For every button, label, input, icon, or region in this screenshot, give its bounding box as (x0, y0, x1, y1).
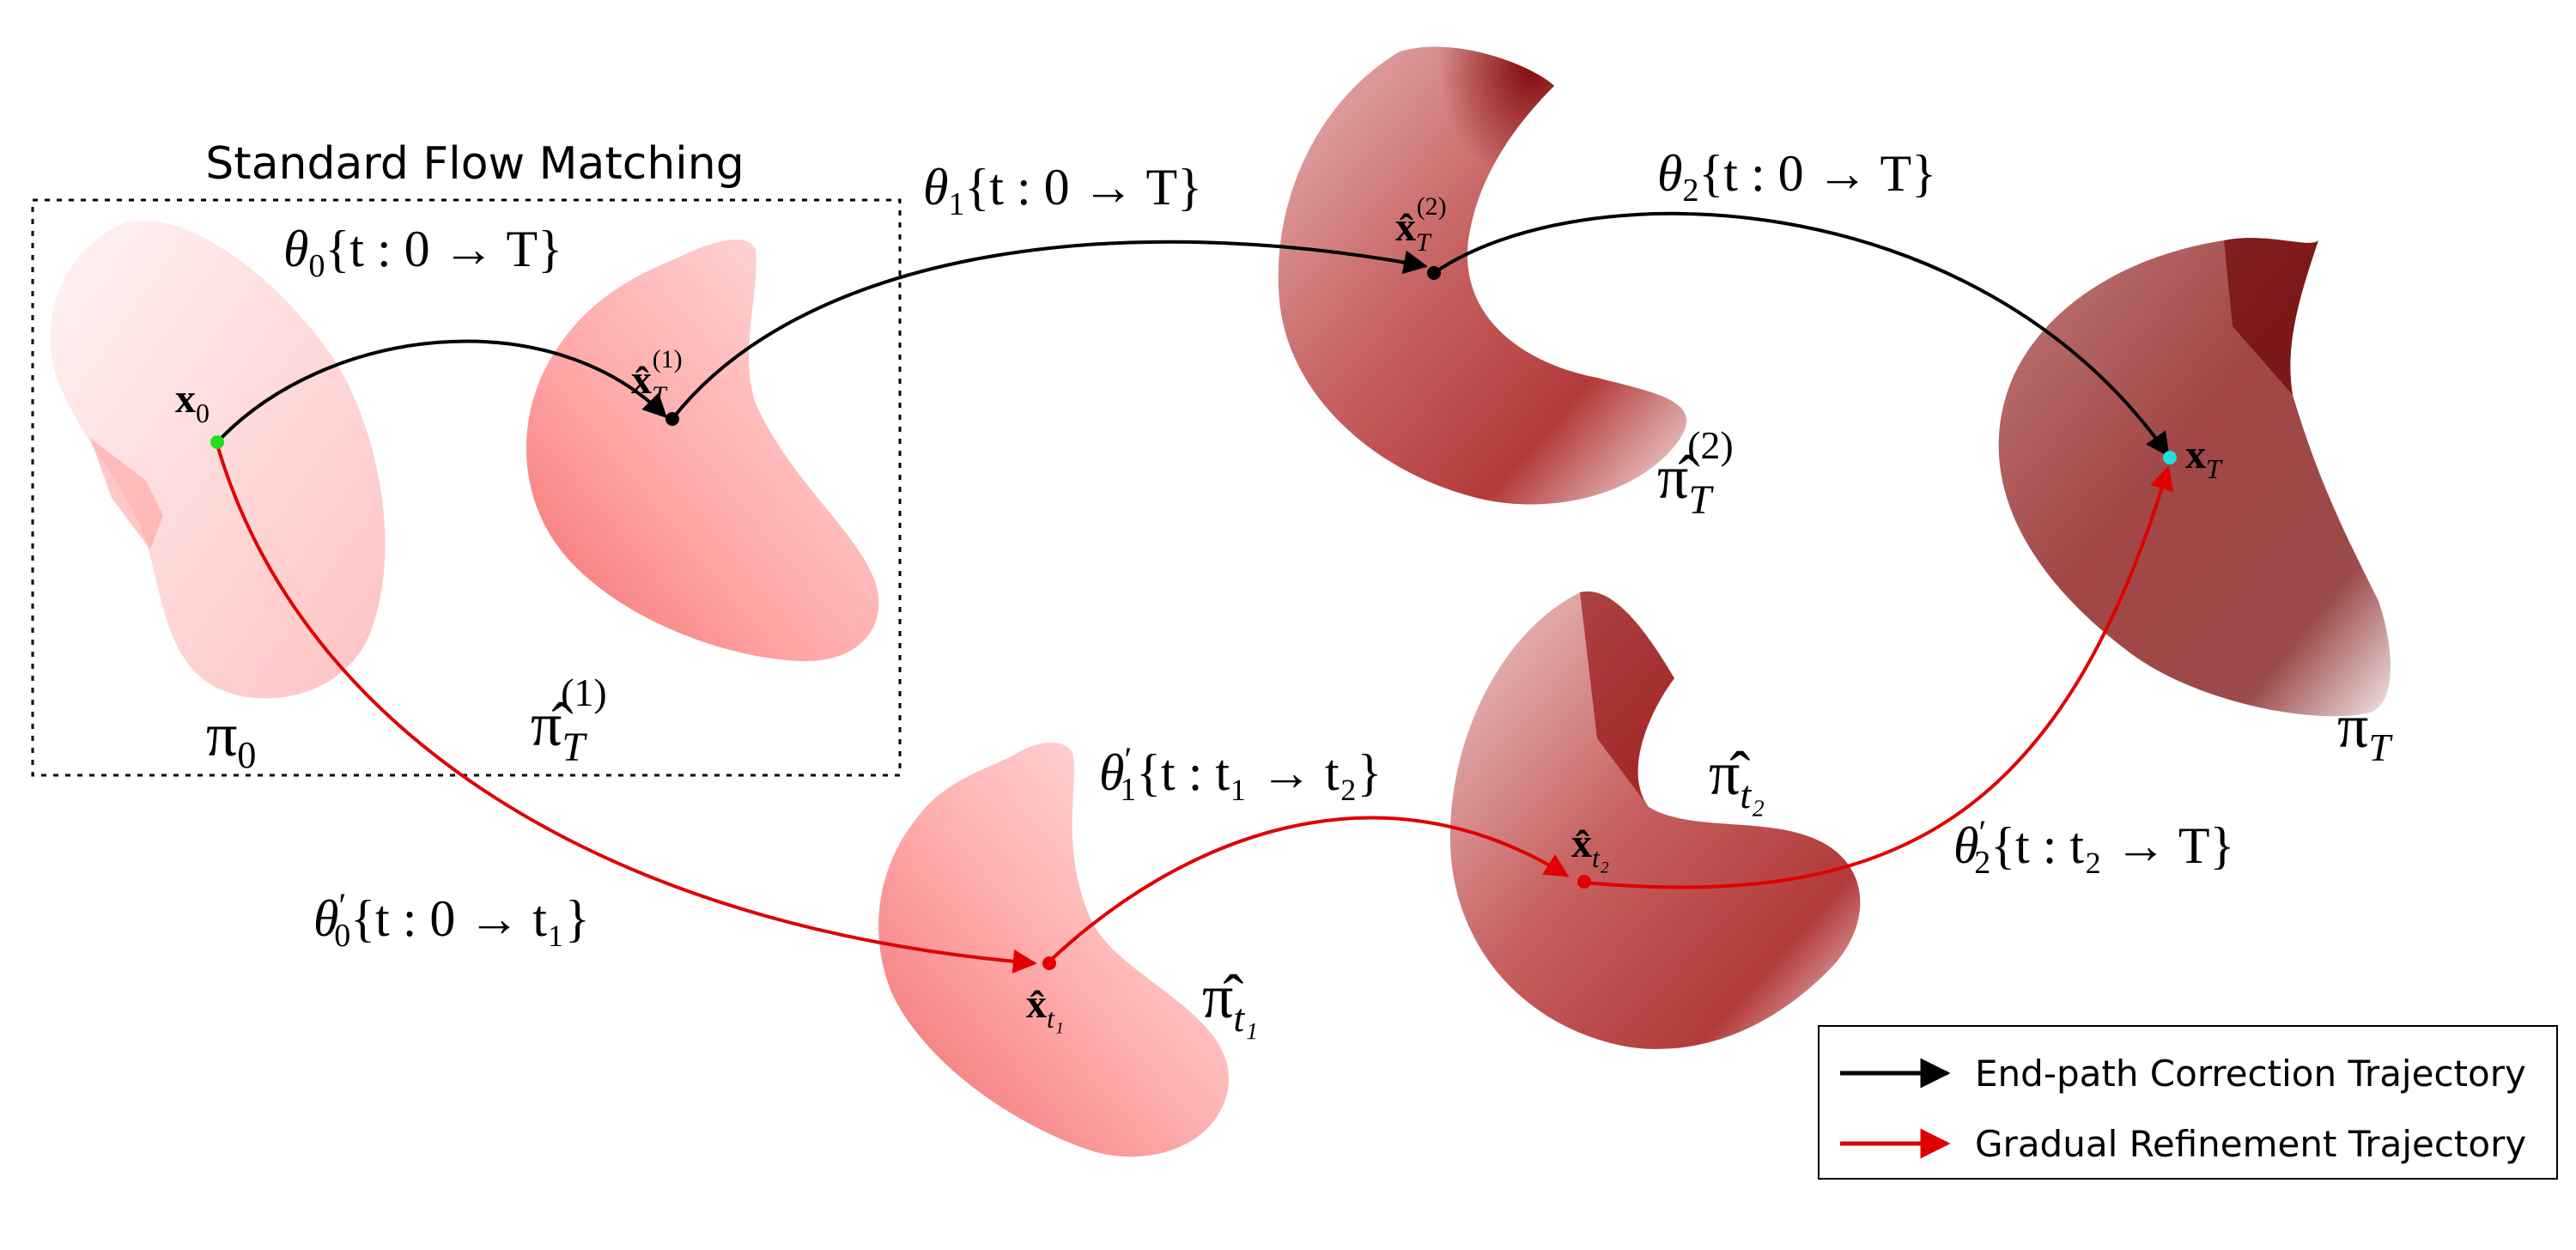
xhat-T2-label: x̂T(2) (1395, 192, 1447, 257)
x0-point (210, 435, 224, 449)
xT-label: xT (2185, 432, 2223, 484)
pihat-t1-distribution (878, 743, 1230, 1157)
svg-text:x̂T(2): x̂T(2) (1395, 192, 1447, 257)
legend: End-path Correction Trajectory Gradual R… (1818, 1025, 2558, 1180)
svg-text:π̂T(1): π̂T(1) (531, 671, 607, 770)
theta1-prime-label: θ′1{t : t₁ → t₂} (1099, 740, 1382, 808)
svg-text:θ1{t : 0 → T}: θ1{t : 0 → T} (923, 159, 1202, 222)
svg-text:θ0{t : 0 → T}: θ0{t : 0 → T} (283, 221, 562, 284)
svg-text:x̂T(1): x̂T(1) (631, 345, 683, 410)
xhat-t2-point (1577, 875, 1591, 889)
svg-text:θ′0{t : 0 → t₁}: θ′0{t : 0 → t₁} (313, 886, 590, 954)
pi0-label: π0 (206, 701, 256, 776)
pihat-T1-label: π̂T(1) (531, 671, 607, 770)
xhat-t1-label: x̂t₁ (1026, 981, 1064, 1034)
xhat-T1-point (665, 412, 679, 426)
legend-red-label: Gradual Refinement Trajectory (1975, 1123, 2526, 1165)
pihat-T2-label: π̂T(2) (1657, 423, 1734, 523)
svg-text:π̂T(2): π̂T(2) (1657, 423, 1734, 523)
x0-label: x0 (175, 376, 210, 428)
standard-flow-matching-frame (31, 198, 902, 777)
svg-text:π̂t₁: π̂t₁ (1202, 962, 1258, 1040)
piT-label: πT (2337, 692, 2393, 769)
svg-text:θ2{t : 0 → T}: θ2{t : 0 → T} (1657, 145, 1936, 209)
svg-text:x0: x0 (175, 376, 210, 428)
svg-text:x̂t₁: x̂t₁ (1026, 981, 1064, 1034)
trajectory-theta2-prime (1583, 465, 2174, 889)
trajectory-theta0-prime (216, 444, 1037, 974)
pi0-distribution (50, 221, 386, 699)
xhat-t1-point (1042, 956, 1056, 970)
pihat-t2-distribution (1449, 591, 1861, 1049)
theta0-label: θ0{t : 0 → T} (283, 221, 562, 284)
piT-distribution (1998, 238, 2391, 717)
theta2-prime-label: θ′2{t : t₂ → T} (1953, 813, 2234, 881)
xhat-T2-point (1427, 266, 1441, 280)
legend-black-label: End-path Correction Trajectory (1975, 1053, 2526, 1095)
trajectory-theta2 (1432, 211, 2170, 458)
theta1-label: θ1{t : 0 → T} (923, 159, 1202, 222)
svg-text:πT: πT (2337, 692, 2393, 769)
theta2-label: θ2{t : 0 → T} (1657, 145, 1936, 209)
trajectory-theta0 (216, 339, 667, 444)
svg-text:π̂t₂: π̂t₂ (1709, 739, 1765, 816)
svg-text:θ′2{t : t₂ → T}: θ′2{t : t₂ → T} (1953, 813, 2234, 881)
svg-text:xT: xT (2185, 432, 2223, 484)
trajectory-theta1 (671, 240, 1428, 421)
pihat-t1-label: π̂t₁ (1202, 962, 1258, 1040)
svg-text:π0: π0 (206, 701, 256, 776)
xT-point (2163, 451, 2177, 464)
pihat-t2-label: π̂t₂ (1709, 739, 1765, 816)
xhat-t2-label: x̂t₂ (1571, 821, 1609, 873)
pihat-T2-distribution (1278, 46, 1687, 505)
trajectory-theta1-prime (1048, 816, 1570, 963)
xhat-T1-label: x̂T(1) (631, 345, 683, 410)
standard-flow-matching-title: Standard Flow Matching (205, 138, 744, 190)
theta0-prime-label: θ′0{t : 0 → t₁} (313, 886, 590, 954)
svg-text:θ′1{t : t₁ → t₂}: θ′1{t : t₁ → t₂} (1099, 740, 1382, 808)
svg-text:x̂t₂: x̂t₂ (1571, 821, 1609, 873)
pihat-T1-distribution (526, 240, 879, 661)
